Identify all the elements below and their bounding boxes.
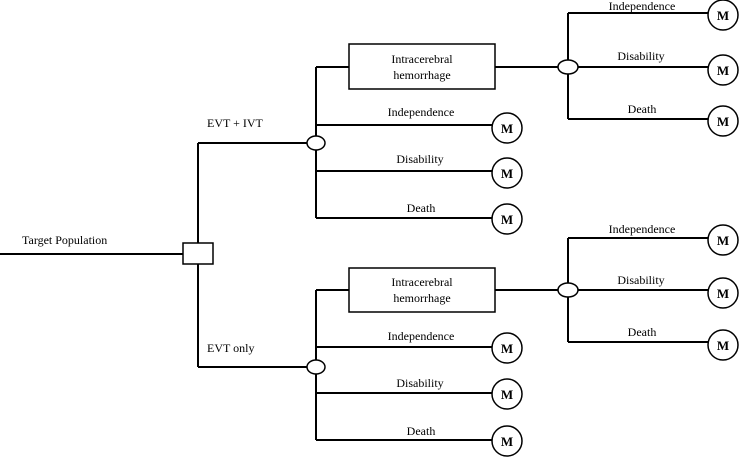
markov-node <box>491 378 523 410</box>
outcome-label-independence: Independence <box>388 329 455 343</box>
sub-outcome-label-disability: Disability <box>617 273 664 287</box>
ich-box <box>348 43 496 90</box>
markov-symbol: M <box>501 341 513 356</box>
outcome-label-disability: Disability <box>396 376 443 390</box>
markov-symbol: M <box>501 166 513 181</box>
markov-node <box>491 425 523 457</box>
outcome-label-ich: Intracerebral <box>391 52 453 66</box>
markov-symbol: M <box>501 387 513 402</box>
outcome-label-independence: Independence <box>388 105 455 119</box>
outcome-label-death: Death <box>407 201 436 215</box>
ich-box <box>348 267 496 313</box>
markov-symbol: M <box>717 63 729 78</box>
markov-symbol: M <box>501 121 513 136</box>
outcome-label-ich: Intracerebral <box>391 275 453 289</box>
sub-outcome-label-independence: Independence <box>609 222 676 236</box>
sub-outcome-label-disability: Disability <box>617 49 664 63</box>
markov-node <box>491 157 523 189</box>
outcome-label-ich: hemorrhage <box>393 291 450 305</box>
markov-symbol: M <box>501 434 513 449</box>
markov-node <box>707 329 739 361</box>
chance-node <box>557 59 579 75</box>
markov-symbol: M <box>501 212 513 227</box>
markov-node <box>707 277 739 309</box>
root-label: Target Population <box>22 233 107 247</box>
chance-node <box>557 282 579 298</box>
markov-symbol: M <box>717 8 729 23</box>
decision-node <box>182 242 214 265</box>
outcome-label-death: Death <box>407 424 436 438</box>
sub-outcome-label-independence: Independence <box>609 0 676 13</box>
markov-node <box>491 203 523 235</box>
strategy-2-label: EVT only <box>207 341 254 355</box>
outcome-label-disability: Disability <box>396 152 443 166</box>
sub-outcome-label-death: Death <box>628 325 657 339</box>
markov-node <box>491 112 523 144</box>
chance-node <box>306 135 326 151</box>
markov-node <box>707 0 739 31</box>
outcome-label-ich: hemorrhage <box>393 68 450 82</box>
sub-outcome-label-death: Death <box>628 102 657 116</box>
markov-symbol: M <box>717 338 729 353</box>
markov-node <box>707 105 739 137</box>
markov-symbol: M <box>717 233 729 248</box>
strategy-1-label: EVT + IVT <box>207 116 264 130</box>
markov-symbol: M <box>717 286 729 301</box>
markov-symbol: M <box>717 114 729 129</box>
markov-node <box>707 54 739 86</box>
markov-node <box>707 224 739 256</box>
chance-node <box>306 359 326 375</box>
markov-node <box>491 332 523 364</box>
